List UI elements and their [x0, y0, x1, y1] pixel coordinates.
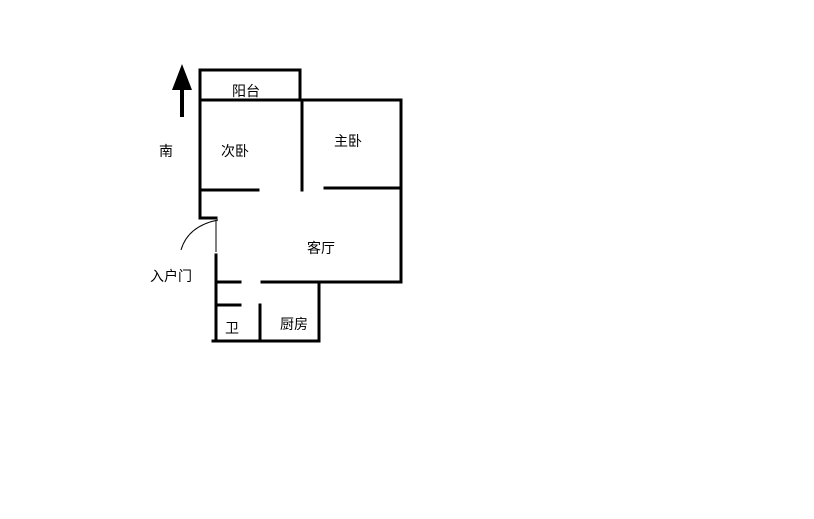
- second-bedroom-label: 次卧: [221, 144, 249, 160]
- living-room-label: 客厅: [307, 240, 335, 257]
- balcony-label: 阳台: [232, 84, 260, 100]
- master-bedroom-label: 主卧: [334, 134, 362, 150]
- entrance-door-label: 入户门: [150, 268, 192, 285]
- walls: [198, 68, 403, 343]
- bathroom-label: 卫: [225, 321, 239, 337]
- kitchen-label: 厨房: [280, 317, 308, 333]
- arrow-up-icon: [172, 64, 192, 117]
- direction-label: 南: [159, 144, 173, 160]
- door-swing-icon: [180, 219, 219, 252]
